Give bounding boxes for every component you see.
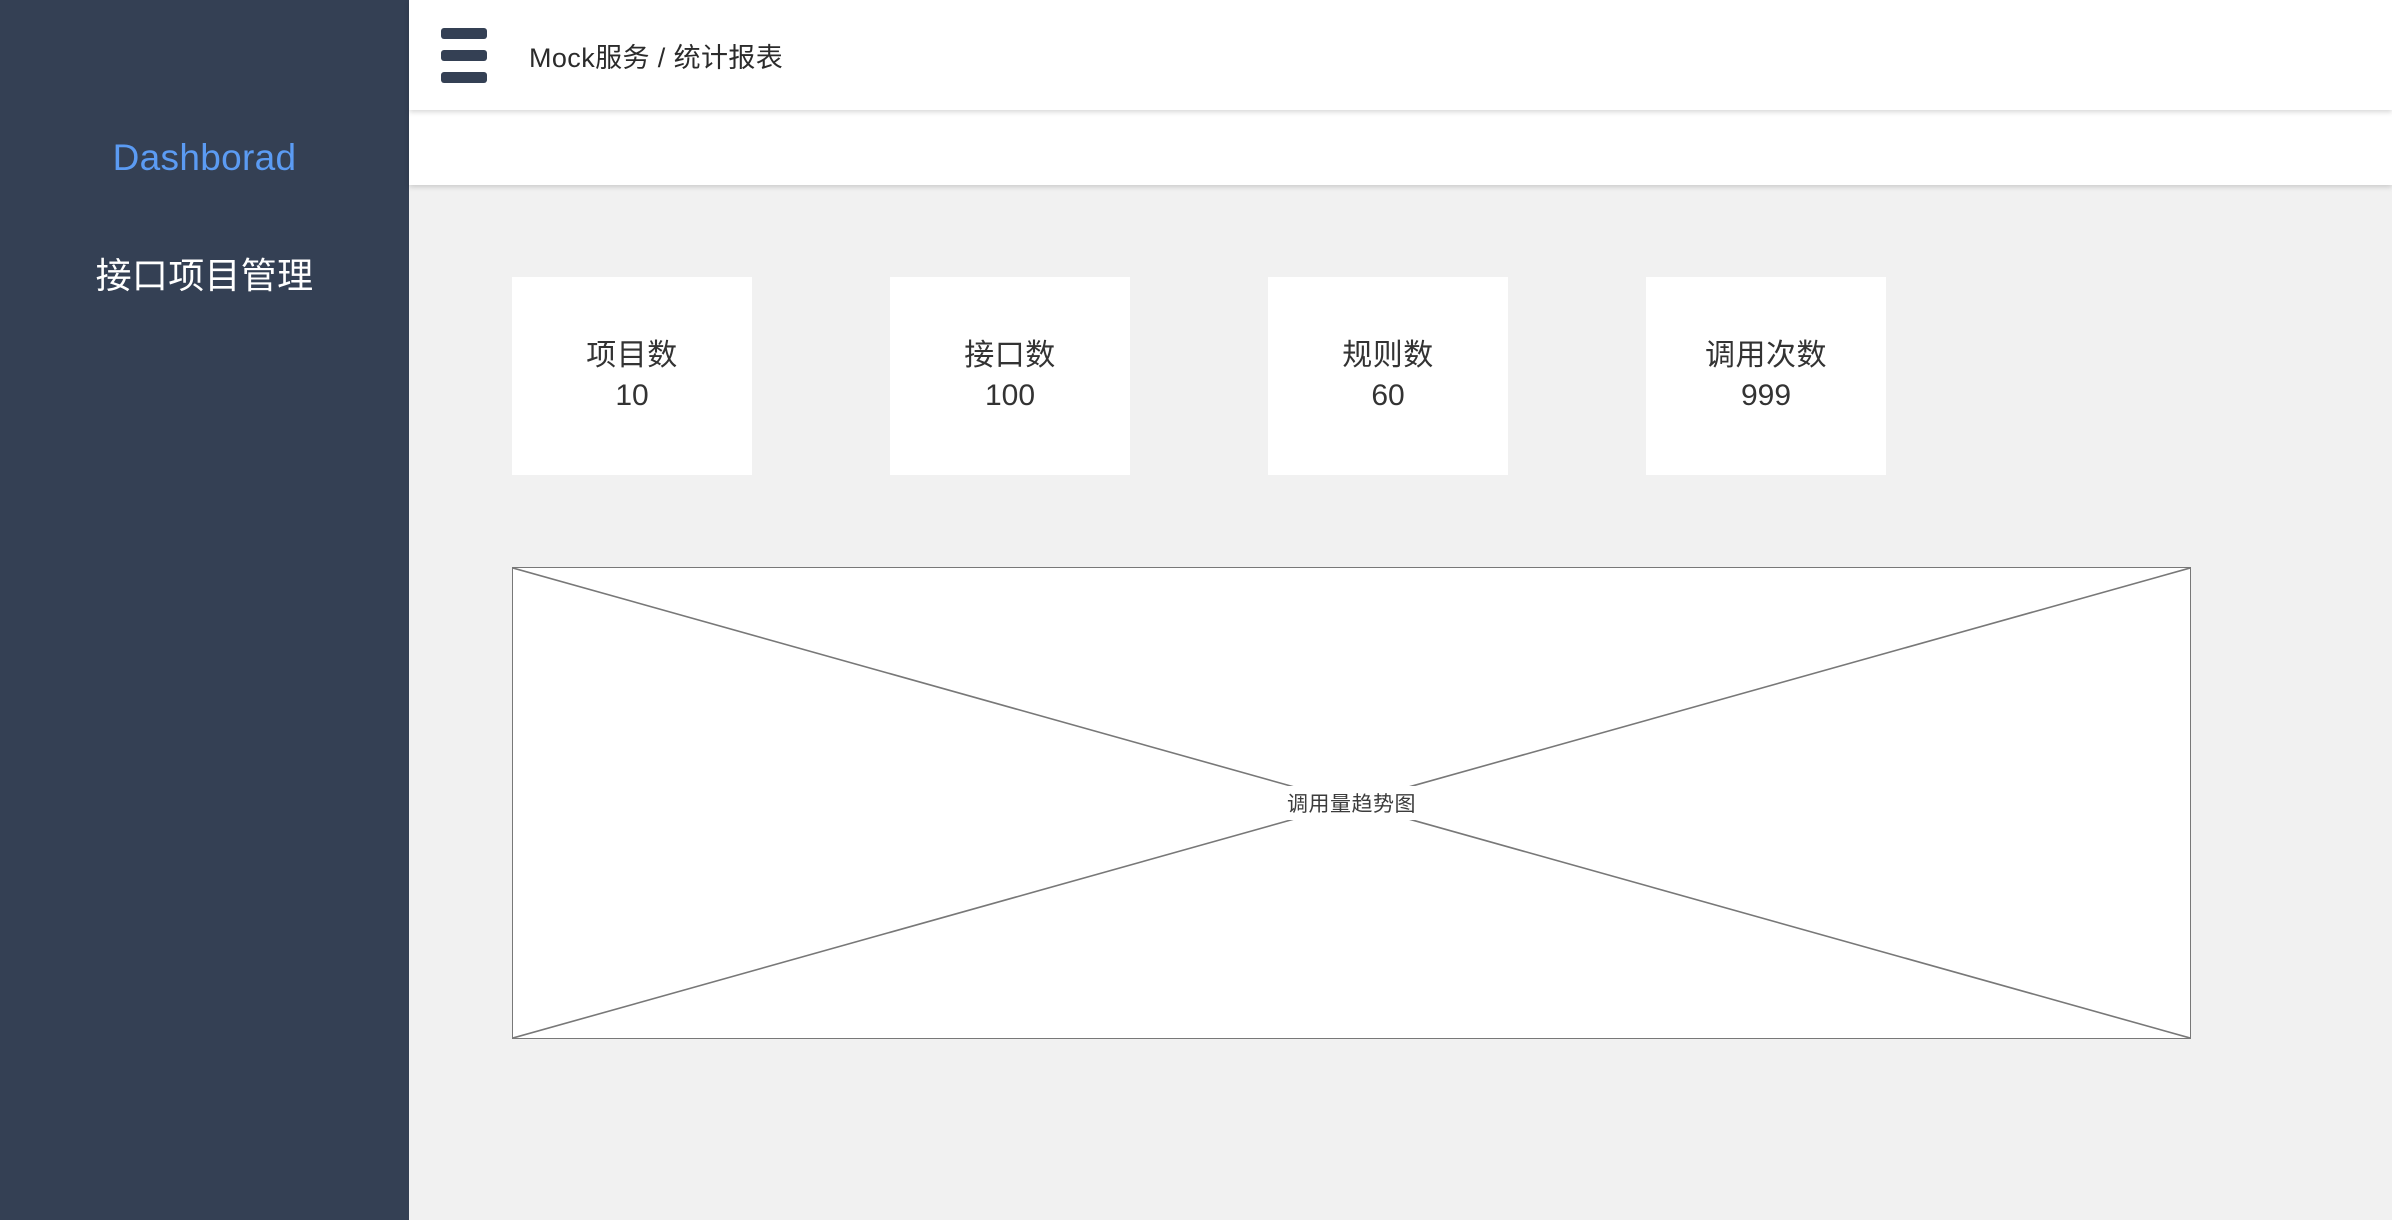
stat-card-row: 项目数 10 接口数 100 规则数 60 调用次数 999 — [512, 277, 2392, 475]
call-trend-chart-placeholder[interactable]: 调用量趋势图 — [512, 567, 2191, 1039]
sidebar-item-label: Dashborad — [112, 137, 297, 178]
stat-card-rule-count[interactable]: 规则数 60 — [1268, 277, 1508, 475]
stat-card-value: 100 — [984, 379, 1036, 412]
stat-card-value: 60 — [1371, 379, 1405, 412]
stat-card-label: 项目数 — [586, 338, 678, 372]
hamburger-bar-2 — [441, 49, 487, 61]
stat-card-label: 接口数 — [964, 338, 1056, 372]
main-column: Mock服务 / 统计报表 项目数 10 接口数 100 规则数 60 — [409, 0, 2392, 1220]
stat-card-label: 调用次数 — [1705, 338, 1827, 372]
breadcrumb: Mock服务 / 统计报表 — [529, 42, 784, 73]
sidebar-item-label: 接口项目管理 — [95, 255, 314, 297]
top-header: Mock服务 / 统计报表 — [409, 0, 2392, 110]
stat-card-value: 10 — [615, 379, 649, 412]
hamburger-bar-1 — [441, 27, 487, 39]
stat-card-label: 规则数 — [1342, 338, 1434, 372]
chart-placeholder-label: 调用量趋势图 — [1281, 786, 1422, 820]
secondary-toolbar — [409, 110, 2392, 185]
stat-card-value: 999 — [1740, 379, 1792, 412]
stat-card-interface-count[interactable]: 接口数 100 — [890, 277, 1130, 475]
content-area: 项目数 10 接口数 100 规则数 60 调用次数 999 — [409, 185, 2392, 1220]
stat-card-call-count[interactable]: 调用次数 999 — [1646, 277, 1886, 475]
sidebar: Dashborad 接口项目管理 — [0, 0, 409, 1220]
stat-card-project-count[interactable]: 项目数 10 — [512, 277, 752, 475]
sidebar-item-dashboard[interactable]: Dashborad — [0, 118, 409, 198]
sidebar-item-project-management[interactable]: 接口项目管理 — [0, 236, 409, 315]
hamburger-bar-3 — [441, 71, 487, 83]
hamburger-icon[interactable] — [441, 27, 487, 83]
